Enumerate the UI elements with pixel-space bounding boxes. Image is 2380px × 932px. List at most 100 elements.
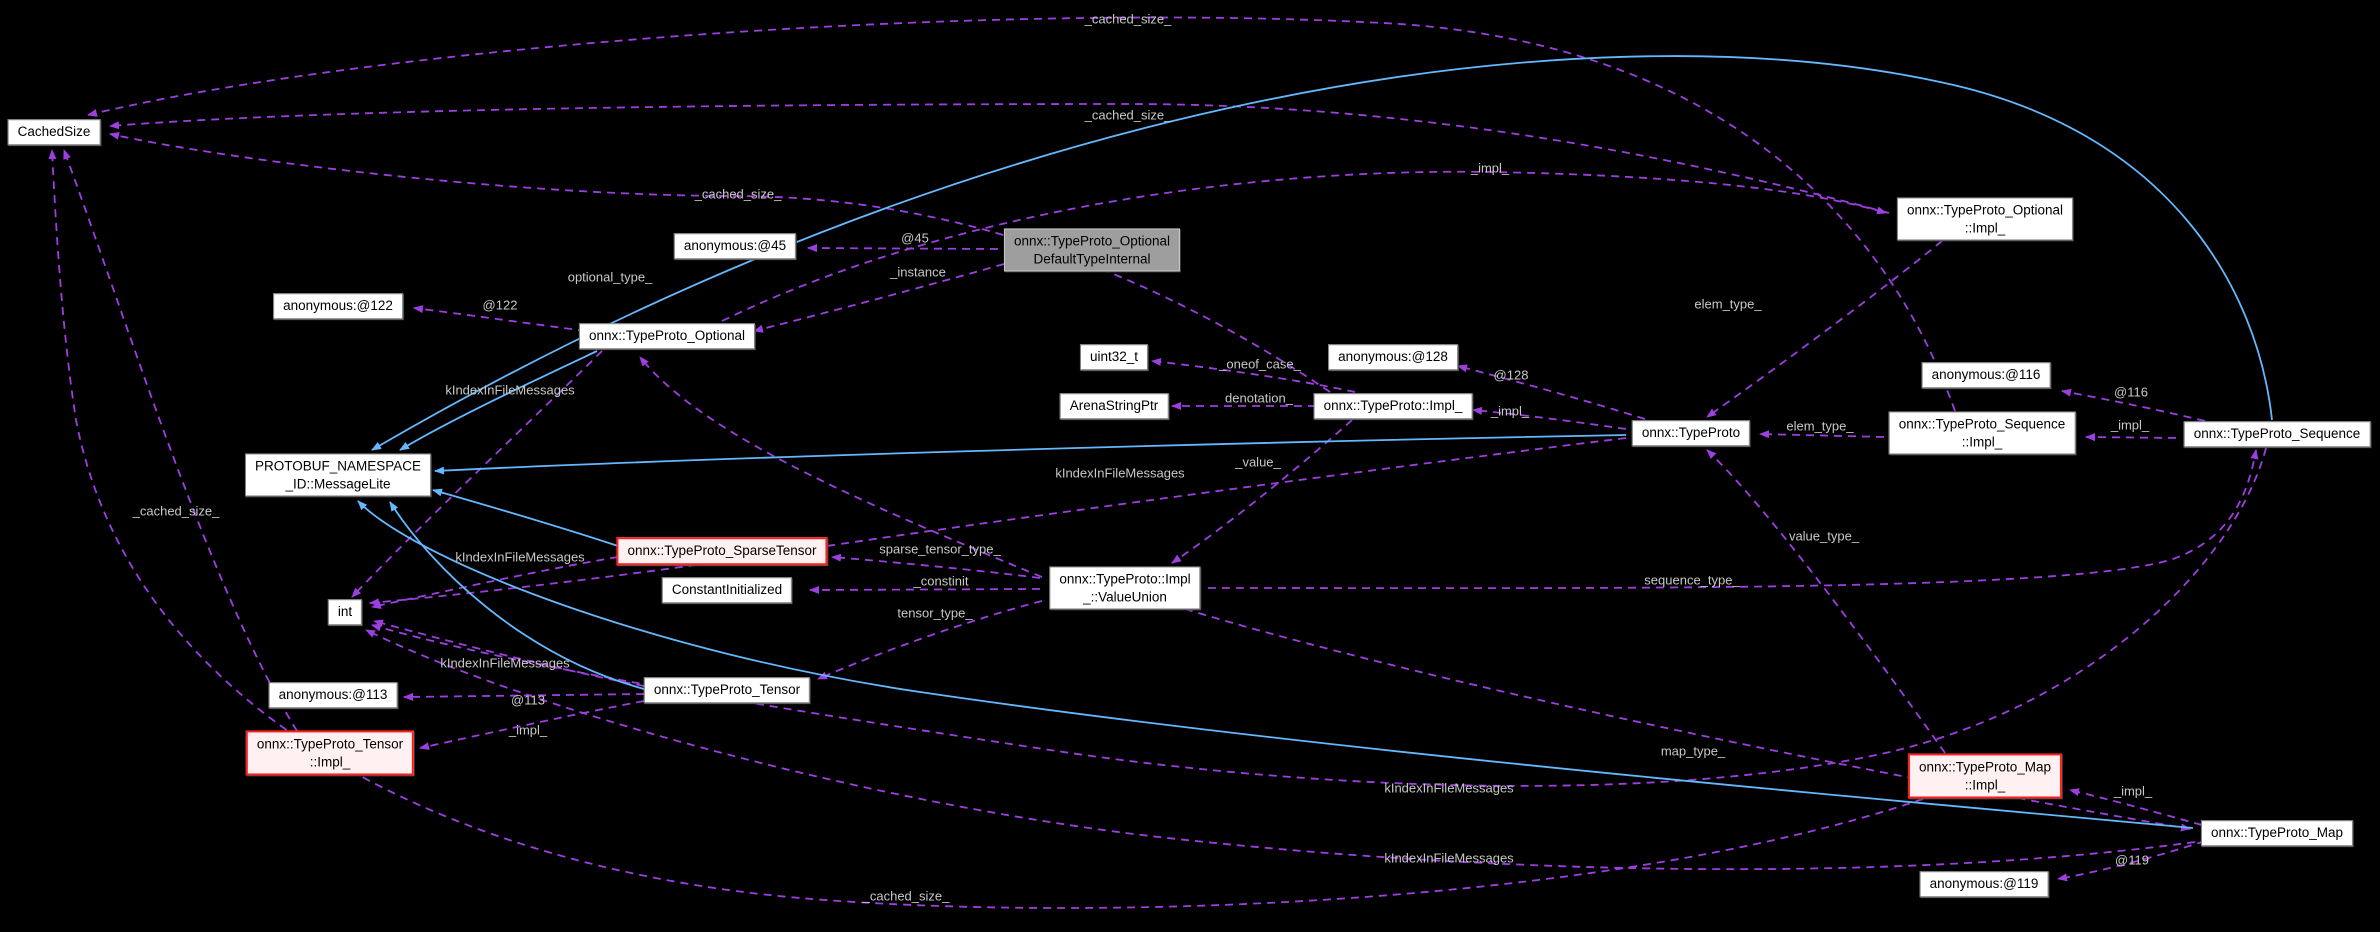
node-typeproto_optional[interactable]: onnx::TypeProto_Optional bbox=[578, 323, 756, 349]
edge-label-cs_bottom: _cached_size_ bbox=[862, 888, 950, 904]
node-typeproto_impl[interactable]: onnx::TypeProto::Impl_ bbox=[1313, 393, 1473, 419]
edge-label-impl_opt: _impl_ bbox=[1470, 160, 1510, 176]
node-map_impl-label: ::Impl_ bbox=[1964, 777, 2006, 792]
node-optional_impl-label: ::Impl_ bbox=[1964, 220, 2006, 235]
node-anon128-label: anonymous:@128 bbox=[1338, 349, 1448, 365]
node-anon128[interactable]: anonymous:@128 bbox=[1328, 344, 1458, 370]
node-anon122-label: anonymous:@122 bbox=[283, 298, 393, 314]
edge-map-to-int bbox=[365, 629, 2196, 871]
edge-label-impl_tensor: _impl_ bbox=[508, 722, 548, 738]
node-anon116[interactable]: anonymous:@116 bbox=[1921, 362, 2051, 388]
edge-label-kifm2: kIndexInFileMessages bbox=[455, 549, 585, 565]
node-map[interactable]: onnx::TypeProto_Map bbox=[2200, 820, 2354, 846]
edge-valueunion-to-sparsetensor bbox=[831, 553, 1041, 579]
edge-label-sparse_tensor_type: sparse_tensor_type_ bbox=[879, 541, 1001, 557]
edge-sequence-to-sequence-impl bbox=[2085, 433, 2177, 442]
edge-defaulttypeinternal-to-optional bbox=[753, 263, 1005, 333]
node-anon113[interactable]: anonymous:@113 bbox=[268, 682, 398, 708]
edge-label-denotation: denotation_ bbox=[1225, 390, 1293, 406]
edge-label-at128: @128 bbox=[1493, 367, 1529, 383]
node-map_impl[interactable]: onnx::TypeProto_Map::Impl_ bbox=[1907, 753, 2063, 799]
edge-label-kifm1: kIndexInFileMessages bbox=[445, 382, 575, 398]
edge-sparsetensor-to-messagelite bbox=[432, 488, 619, 547]
edge-label-impl_map: _impl_ bbox=[2113, 783, 2153, 799]
edge-label-kifm5: kIndexInFileMessages bbox=[1384, 780, 1514, 796]
edge-label-instance: _instance bbox=[890, 264, 946, 280]
node-arenastringptr-label: ArenaStringPtr bbox=[1069, 398, 1159, 414]
node-sequence_impl-label: ::Impl_ bbox=[1961, 434, 2003, 449]
node-messagelite[interactable]: PROTOBUF_NAMESPACE_ID::MessageLite bbox=[244, 453, 432, 497]
node-valueunion-label: onnx::TypeProto::Impl bbox=[1059, 571, 1191, 587]
node-typeproto-label: onnx::TypeProto bbox=[1641, 425, 1741, 441]
edge-typeproto-to-messagelite bbox=[434, 434, 1627, 475]
edge-typeproto-impl-to-valueunion bbox=[1171, 419, 1353, 564]
node-anon122[interactable]: anonymous:@122 bbox=[273, 293, 403, 319]
node-sequence[interactable]: onnx::TypeProto_Sequence bbox=[2183, 421, 2371, 447]
node-uint32_t[interactable]: uint32_t bbox=[1079, 344, 1149, 370]
edge-tensor-to-anon113 bbox=[403, 692, 645, 701]
node-cachedsize[interactable]: CachedSize bbox=[7, 119, 101, 145]
edge-defaulttypeinternal-to-anon45 bbox=[807, 244, 999, 253]
edge-label-at113: @113 bbox=[511, 692, 545, 708]
edge-map-to-messagelite bbox=[357, 500, 2194, 829]
node-sequence_impl[interactable]: onnx::TypeProto_Sequence::Impl_ bbox=[1888, 411, 2076, 455]
edge-typeproto-impl-to-cachedsize bbox=[109, 131, 1331, 393]
node-valueunion[interactable]: onnx::TypeProto::Impl_::ValueUnion bbox=[1049, 566, 1201, 610]
node-map_impl-label: onnx::TypeProto_Map bbox=[1918, 759, 2052, 775]
node-defaulttypeinternal-label: onnx::TypeProto_Optional bbox=[1013, 233, 1171, 249]
node-cachedsize-label: CachedSize bbox=[17, 124, 91, 140]
edge-label-cs_top3: _cached_size_ bbox=[694, 186, 782, 202]
edge-sequence-to-anon116 bbox=[2061, 388, 2206, 422]
node-anon119-label: anonymous:@119 bbox=[1929, 876, 2039, 892]
node-constantinitialized-label: ConstantInitialized bbox=[671, 582, 783, 598]
edge-valueunion-to-sequence bbox=[1207, 449, 2259, 590]
edge-label-tensor_type: tensor_type_ bbox=[897, 605, 973, 621]
edge-label-constinit: _constinit bbox=[913, 573, 969, 589]
node-anon113-label: anonymous:@113 bbox=[278, 687, 388, 703]
node-uint32_t-label: uint32_t bbox=[1089, 349, 1139, 365]
node-tensor_impl-label: ::Impl_ bbox=[309, 754, 351, 769]
node-tensor-label: onnx::TypeProto_Tensor bbox=[653, 682, 801, 698]
edge-label-at116: @116 bbox=[2114, 384, 2148, 400]
node-int-label: int bbox=[337, 604, 353, 620]
node-anon45[interactable]: anonymous:@45 bbox=[673, 233, 797, 259]
node-typeproto_optional-label: onnx::TypeProto_Optional bbox=[588, 328, 746, 344]
node-messagelite-label: _ID::MessageLite bbox=[285, 476, 391, 491]
edge-label-at45: @45 bbox=[901, 230, 929, 246]
edge-typeproto-impl-to-uint32 bbox=[1151, 358, 1356, 393]
edge-tensor-to-tensor-impl bbox=[419, 700, 645, 751]
edge-label-value: _value_ bbox=[1235, 454, 1281, 470]
node-tensor[interactable]: onnx::TypeProto_Tensor bbox=[643, 677, 811, 703]
node-arenastringptr[interactable]: ArenaStringPtr bbox=[1059, 393, 1169, 419]
edge-sequence-impl-to-cachedsize bbox=[87, 16, 1956, 412]
edge-label-cs_left: _cached_size_ bbox=[132, 503, 220, 519]
edge-tensor-impl-to-cachedsize bbox=[63, 149, 298, 732]
edge-label-value_type: value_type_ bbox=[1788, 528, 1860, 544]
edge-optional-to-anon122 bbox=[413, 305, 587, 332]
edge-typeproto-to-int bbox=[369, 437, 1627, 607]
edge-valueunion-to-tensor bbox=[817, 600, 1043, 680]
edge-map-to-anon119 bbox=[2057, 840, 2206, 882]
node-typeproto[interactable]: onnx::TypeProto bbox=[1631, 420, 1751, 446]
node-int[interactable]: int bbox=[327, 599, 363, 625]
node-tensor_impl[interactable]: onnx::TypeProto_Tensor::Impl_ bbox=[245, 730, 415, 776]
edge-optional-impl-to-typeproto bbox=[1706, 240, 1943, 418]
node-anon119[interactable]: anonymous:@119 bbox=[1919, 871, 2049, 897]
node-optional_impl[interactable]: onnx::TypeProto_Optional::Impl_ bbox=[1896, 197, 2074, 241]
edge-label-at119: @119 bbox=[2115, 852, 2149, 868]
edge-label-kifm6: kIndexInFileMessages bbox=[1384, 850, 1514, 866]
edge-map-impl-to-typeproto bbox=[1706, 449, 1946, 754]
edge-sparsetensor-to-int bbox=[371, 556, 619, 610]
edge-label-impl_seq: _impl_ bbox=[2110, 417, 2150, 433]
node-constantinitialized[interactable]: ConstantInitialized bbox=[661, 577, 793, 603]
node-sequence_impl-label: onnx::TypeProto_Sequence bbox=[1898, 416, 2066, 432]
edge-label-cs_top2: _cached_size_ bbox=[1084, 107, 1172, 123]
node-sparsetensor-label: onnx::TypeProto_SparseTensor bbox=[627, 543, 817, 559]
node-sparsetensor[interactable]: onnx::TypeProto_SparseTensor bbox=[616, 537, 828, 565]
edge-label-cs_top1: _cached_size_ bbox=[1084, 11, 1172, 27]
node-optional_impl-label: onnx::TypeProto_Optional bbox=[1906, 202, 2064, 218]
node-defaulttypeinternal-label: DefaultTypeInternal bbox=[1033, 251, 1151, 266]
